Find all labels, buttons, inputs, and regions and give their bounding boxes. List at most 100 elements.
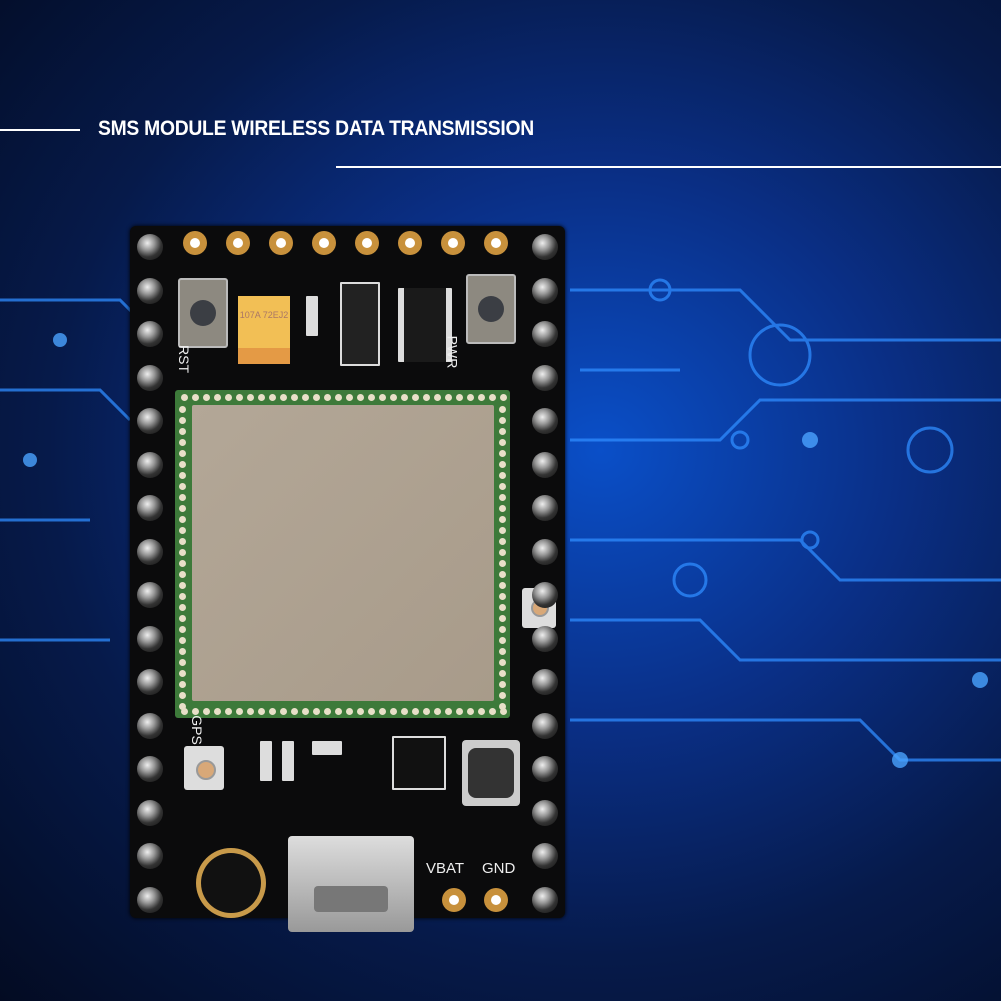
top-pin-pad — [355, 231, 379, 255]
header-pin — [532, 799, 558, 826]
module-pad — [236, 394, 243, 401]
module-pad — [179, 593, 186, 600]
header-pin — [532, 364, 558, 391]
module-pad — [434, 708, 441, 715]
smd-resistor — [306, 296, 318, 336]
vbat-label: VBAT — [426, 860, 465, 877]
module-pad — [192, 394, 199, 401]
module-pad — [499, 659, 506, 666]
module-pad — [302, 394, 309, 401]
header-pin — [137, 408, 163, 434]
module-pad — [368, 394, 375, 401]
header-pin — [137, 669, 163, 695]
module-pad — [179, 604, 186, 611]
module-pad — [179, 428, 186, 435]
module-pad — [179, 637, 186, 644]
gnd-pad — [484, 888, 508, 912]
module-pad — [179, 659, 186, 666]
module-pad — [179, 505, 186, 512]
module-pad — [499, 494, 506, 501]
module-pad — [499, 681, 506, 688]
module-pad — [179, 538, 186, 545]
module-pad — [346, 394, 353, 401]
module-pad — [390, 394, 397, 401]
gnd-label: GND — [482, 860, 516, 877]
module-pad — [179, 670, 186, 677]
module-pad — [445, 394, 452, 401]
module-pad — [499, 560, 506, 567]
header-pin — [532, 451, 558, 478]
module-pad — [179, 626, 186, 633]
module-pad — [499, 428, 506, 435]
module-pad — [499, 703, 506, 710]
header-pin — [532, 886, 558, 913]
module-pad — [390, 708, 397, 715]
module-pad — [412, 708, 419, 715]
module-pad — [313, 394, 320, 401]
module-pad — [368, 708, 375, 715]
module-pad — [499, 417, 506, 424]
module-pad — [357, 708, 364, 715]
module-pad — [499, 593, 506, 600]
module-pad — [499, 461, 506, 468]
capacitor-marking: 107A 72EJ2 — [239, 310, 289, 320]
module-pad — [499, 516, 506, 523]
module-pad — [489, 708, 496, 715]
micro-usb-port — [288, 836, 414, 932]
header-pin — [532, 321, 558, 347]
module-pad — [269, 708, 276, 715]
module-pad — [179, 450, 186, 457]
module-pad — [179, 703, 186, 710]
gsm-module — [175, 390, 510, 718]
rst-label: RST — [176, 345, 192, 373]
module-pad — [179, 406, 186, 413]
module-pad — [179, 549, 186, 556]
module-pad — [401, 708, 408, 715]
module-pad — [179, 560, 186, 567]
module-pad — [467, 708, 474, 715]
module-pad — [499, 450, 506, 457]
tantalum-capacitor: 107A 72EJ2 — [238, 296, 290, 364]
module-pad — [434, 394, 441, 401]
header-pin — [137, 321, 163, 347]
module-pad — [302, 708, 309, 715]
title-rule-right — [336, 166, 1001, 168]
module-pad — [499, 406, 506, 413]
module-pad — [445, 708, 452, 715]
inductor — [462, 740, 520, 806]
module-pad — [179, 494, 186, 501]
header-pin — [137, 712, 163, 739]
module-pad — [499, 505, 506, 512]
smd-component — [282, 741, 294, 781]
module-pad — [467, 394, 474, 401]
header-pin — [532, 277, 558, 304]
header-pin — [137, 495, 163, 521]
module-pad — [179, 483, 186, 490]
module-pad — [291, 708, 298, 715]
pwr-label: PWR — [444, 335, 461, 369]
module-pad — [179, 582, 186, 589]
module-pad — [335, 394, 342, 401]
module-pad — [456, 394, 463, 401]
module-pad — [236, 708, 243, 715]
module-pad — [499, 571, 506, 578]
ic-chip — [398, 288, 452, 362]
module-pad — [499, 549, 506, 556]
module-pad — [247, 708, 254, 715]
header-pin — [532, 408, 558, 434]
module-pad — [179, 461, 186, 468]
top-pin-pad — [484, 231, 508, 255]
header-pin — [532, 625, 558, 652]
top-pin-pad — [312, 231, 336, 255]
module-pad — [247, 394, 254, 401]
module-pad — [346, 708, 353, 715]
vbat-pad — [442, 888, 466, 912]
gps-antenna-connector — [184, 746, 224, 790]
module-pad — [379, 708, 386, 715]
top-pin-pad — [398, 231, 422, 255]
module-pad — [179, 681, 186, 688]
module-pad — [499, 637, 506, 644]
header-pin — [532, 843, 558, 869]
module-pad — [499, 670, 506, 677]
